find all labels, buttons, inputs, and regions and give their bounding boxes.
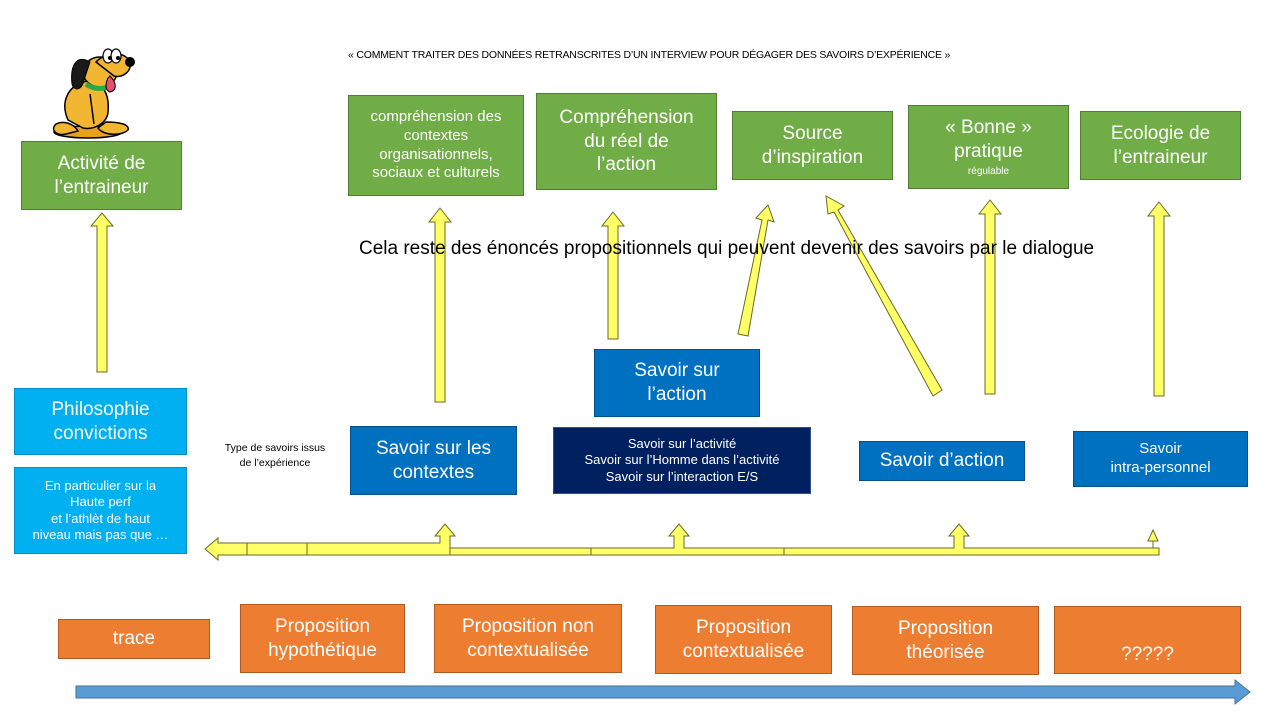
top-box-inspiration-line-1: Source — [782, 122, 843, 144]
savoir-intra-box: Savoir intra-personnel — [1073, 431, 1248, 487]
top-box-contextes-line-1: compréhension des — [370, 108, 502, 125]
savoir-contextes-box: Savoir sur les contextes — [350, 426, 517, 495]
philosophy-line-2: convictions — [53, 422, 148, 444]
top-box-contextes: compréhension des contextes organisation… — [348, 95, 524, 196]
stage-theorisee: Proposition théorisée — [852, 606, 1039, 675]
savoir-sur-action-line-2: l’action — [647, 384, 707, 405]
top-box-inspiration: Source d’inspiration — [732, 111, 893, 180]
stage-unknown-text: ????? — [1121, 644, 1174, 666]
top-box-ecologie: Ecologie de l’entraineur — [1080, 111, 1241, 180]
top-box-bonne-pratique-line-2: pratique — [954, 140, 1023, 162]
timeline-arrow-shape — [75, 678, 1251, 706]
activity-line-2: l’entraineur — [54, 176, 149, 198]
top-box-ecologie-line-2: l’entraineur — [1113, 146, 1208, 168]
savoir-activite-line-1: Savoir sur l’activité — [627, 436, 737, 452]
arrow-up-ecologie — [1146, 201, 1172, 397]
savoir-intra-line-1: Savoir — [1139, 440, 1182, 458]
savoir-activite-line-2: Savoir sur l’Homme dans l’activité — [584, 452, 780, 468]
top-box-comprehension: Compréhension du réel de l’action — [536, 93, 717, 190]
detail-line-2: Haute perf — [70, 494, 131, 510]
top-box-bonne-pratique-line-1: « Bonne » — [945, 117, 1032, 138]
arrow-up-activity — [89, 212, 115, 373]
stage-hypothetique-text: Proposition hypothétique — [268, 615, 377, 661]
savoir-activite-box: Savoir sur l’activité Savoir sur l’Homme… — [553, 427, 811, 494]
top-box-comprehension-line-3: l’action — [596, 154, 657, 176]
type-label-line-1: Type de savoirs issus — [224, 442, 326, 454]
savoir-action-box: Savoir d’action — [859, 441, 1025, 481]
arrow-up-bonne-pratique — [977, 199, 1003, 395]
stage-hypothetique: Proposition hypothétique — [240, 604, 405, 673]
arrow-slant-inspiration — [737, 204, 775, 337]
arrow-bottom-connector — [204, 523, 1160, 562]
philosophy-line-1: Philosophie — [51, 398, 150, 420]
activity-line-1: Activité de — [57, 152, 146, 174]
top-box-bonne-pratique: « Bonne » pratique régulable — [908, 105, 1069, 189]
detail-line-3: et l’athlèt de haut — [50, 510, 151, 526]
type-label: Type de savoirs issus de l’expérience — [212, 441, 338, 470]
stage-contextualisee: Proposition contextualisée — [655, 605, 832, 674]
middle-statement: Cela reste des énoncés propositionnels q… — [359, 238, 1095, 259]
diagram-title: « COMMENT TRAITER DES DONNÉES RETRANSCRI… — [348, 49, 951, 61]
savoir-activite-line-3: Savoir sur l’interaction E/S — [605, 468, 759, 484]
type-label-line-2: de l’expérience — [239, 456, 311, 469]
top-box-inspiration-line-2: d’inspiration — [761, 146, 864, 168]
top-box-comprehension-line-2: du réel de — [584, 130, 669, 152]
savoir-action-line-1: Savoir d’action — [879, 450, 1005, 472]
savoir-sur-action-box: Savoir sur l’action — [594, 349, 760, 417]
stage-non-contextualisee-text: Proposition non contextualisée — [461, 615, 595, 661]
savoir-contextes-line-2: contextes — [392, 461, 475, 483]
top-box-comprehension-line-1: Compréhension — [559, 106, 694, 128]
detail-line-4: niveau mais pas que … — [32, 526, 169, 542]
stage-trace: trace — [58, 619, 210, 659]
philosophy-box: Philosophie convictions — [14, 388, 187, 455]
top-box-contextes-line-4: sociaux et culturels — [372, 164, 500, 182]
arrow-slant-action — [825, 195, 943, 397]
top-box-ecologie-line-1: Ecologie de — [1110, 122, 1211, 144]
top-box-contextes-line-3: organisationnels, — [379, 145, 493, 163]
stage-contextualisee-text: Proposition contextualisée — [682, 616, 805, 662]
philosophy-detail-box: En particulier sur la Haute perf et l’at… — [14, 467, 187, 554]
arrow-up-contextes — [427, 207, 453, 403]
top-box-contextes-line-2: contextes — [403, 126, 469, 144]
arrow-up-comprehension — [600, 211, 626, 340]
stage-unknown: ????? — [1054, 606, 1241, 674]
savoir-sur-action-line-1: Savoir sur — [634, 360, 720, 382]
detail-line-1: En particulier sur la — [44, 478, 157, 493]
top-box-bonne-pratique-note: régulable — [967, 165, 1010, 177]
dog-mascot-icon — [52, 48, 135, 139]
stage-theorisee-text: Proposition théorisée — [897, 617, 994, 663]
stage-non-contextualisee: Proposition non contextualisée — [434, 604, 622, 673]
activity-box: Activité de l’entraineur — [21, 141, 182, 210]
savoir-contextes-line-1: Savoir sur les — [375, 437, 492, 459]
savoir-intra-line-2: intra-personnel — [1110, 459, 1211, 476]
